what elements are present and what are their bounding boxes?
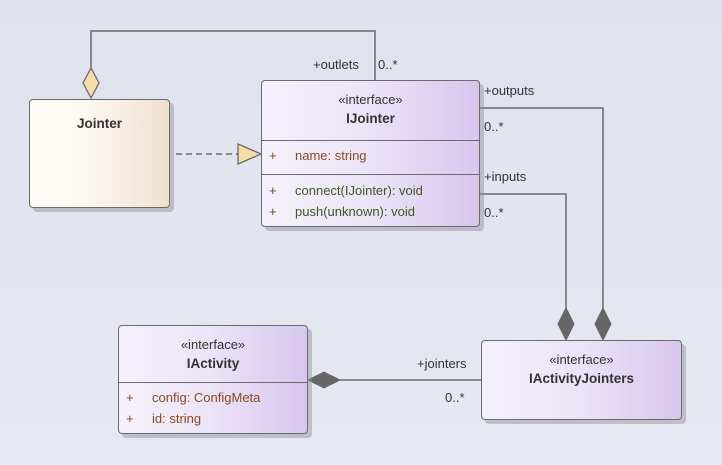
operation-row[interactable]: + connect(IJointer): void bbox=[262, 180, 479, 201]
outputs-composition-line[interactable] bbox=[480, 107, 604, 310]
attribute-row[interactable]: + id: string bbox=[119, 408, 307, 429]
class-name: Jointer bbox=[76, 116, 122, 131]
role-label-inputs: +inputs bbox=[484, 169, 527, 184]
stereotype-label: «interface» bbox=[180, 337, 246, 352]
composition-diamond-icon bbox=[557, 306, 575, 342]
attribute-row[interactable]: + name: string bbox=[262, 145, 479, 166]
multiplicity-label-outlets: 0..* bbox=[378, 57, 398, 72]
multiplicity-label-inputs: 0..* bbox=[484, 205, 504, 220]
realization-arrowhead-icon bbox=[237, 143, 263, 165]
stereotype-label: «interface» bbox=[338, 92, 403, 107]
composition-diamond-icon bbox=[306, 371, 342, 389]
class-name: IActivity bbox=[186, 356, 240, 371]
attributes-section: + config: ConfigMeta + id: string bbox=[119, 382, 307, 432]
operations-section: + connect(IJointer): void + push(unknown… bbox=[262, 174, 479, 225]
operation-text: connect(IJointer): void bbox=[295, 183, 423, 198]
visibility-marker: + bbox=[269, 148, 277, 163]
attribute-text: config: ConfigMeta bbox=[152, 390, 261, 405]
class-name: IJointer bbox=[346, 111, 395, 126]
attribute-text: id: string bbox=[152, 411, 202, 426]
operation-text: push(unknown): void bbox=[295, 204, 415, 219]
multiplicity-label-jointers: 0..* bbox=[445, 390, 465, 405]
attribute-text: name: string bbox=[295, 148, 367, 163]
role-label-outlets: +outlets bbox=[313, 57, 359, 72]
role-label-outputs: +outputs bbox=[484, 83, 535, 98]
stereotype-label: «interface» bbox=[549, 352, 614, 367]
visibility-marker: + bbox=[126, 411, 134, 426]
aggregation-diamond-icon bbox=[82, 66, 100, 100]
operation-row[interactable]: + push(unknown): void bbox=[262, 201, 479, 222]
interface-iactivityjointers[interactable]: «interface» IActivityJointers bbox=[481, 340, 682, 420]
interface-iactivity[interactable]: «interface» IActivity + config: ConfigMe… bbox=[118, 325, 308, 434]
class-name: IActivityJointers bbox=[528, 371, 635, 386]
visibility-marker: + bbox=[269, 183, 277, 198]
visibility-marker: + bbox=[126, 390, 134, 405]
attributes-section: + name: string bbox=[262, 140, 479, 174]
attribute-row[interactable]: + config: ConfigMeta bbox=[119, 387, 307, 408]
visibility-marker: + bbox=[269, 204, 277, 219]
class-jointer[interactable]: Jointer bbox=[29, 99, 170, 208]
role-label-jointers: +jointers bbox=[417, 356, 467, 371]
multiplicity-label-outputs: 0..* bbox=[484, 119, 504, 134]
outlets-aggregation-line[interactable] bbox=[90, 30, 376, 80]
composition-diamond-icon bbox=[594, 306, 612, 342]
interface-ijointer[interactable]: «interface» IJointer + name: string + co… bbox=[261, 80, 480, 227]
inputs-composition-line[interactable] bbox=[480, 193, 567, 310]
